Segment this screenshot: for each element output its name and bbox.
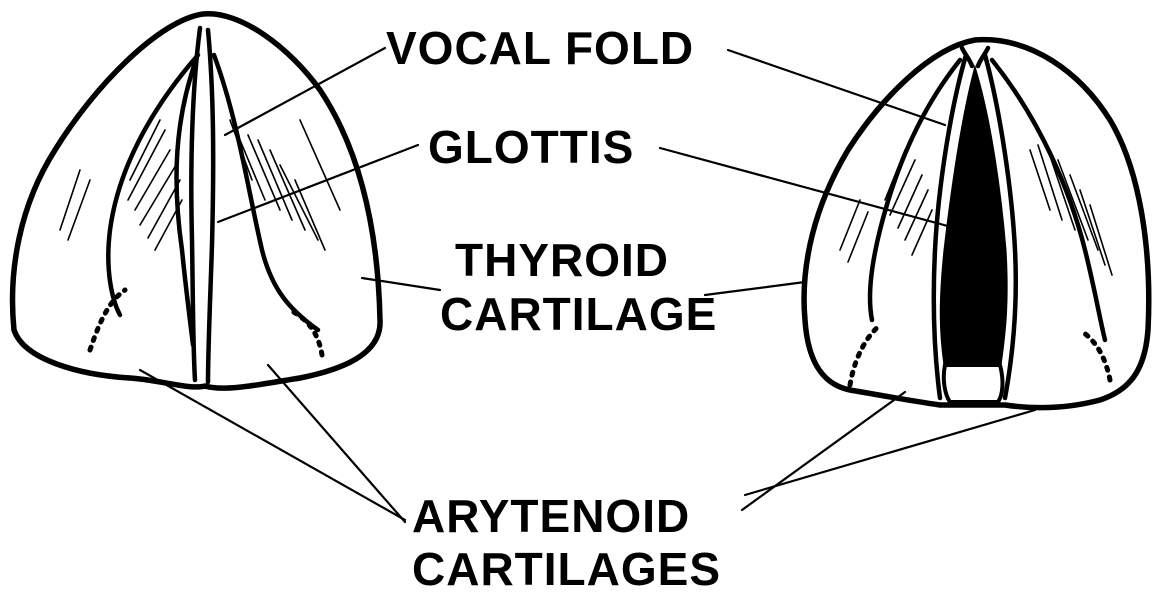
left-larynx-closed — [13, 14, 381, 388]
leader-arytenoid-left-2 — [268, 365, 405, 522]
labels: VOCAL FOLD GLOTTIS THYROID CARTILAGE ARY… — [386, 22, 721, 593]
label-thyroid-line1: THYROID — [455, 234, 669, 286]
leader-arytenoid-right-1 — [742, 392, 905, 510]
label-vocal-fold: VOCAL FOLD — [386, 22, 694, 74]
right-posterior-gap — [944, 365, 1003, 402]
leader-thyroid-right — [705, 282, 805, 295]
label-thyroid-line2: CARTILAGE — [440, 288, 717, 340]
leader-arytenoid-left-1 — [140, 370, 405, 520]
label-arytenoid-line1: ARYTENOID — [412, 490, 690, 542]
label-arytenoid-line2: CARTILAGES — [412, 543, 721, 593]
label-glottis: GLOTTIS — [428, 121, 634, 173]
leader-arytenoid-right-2 — [745, 410, 1035, 495]
